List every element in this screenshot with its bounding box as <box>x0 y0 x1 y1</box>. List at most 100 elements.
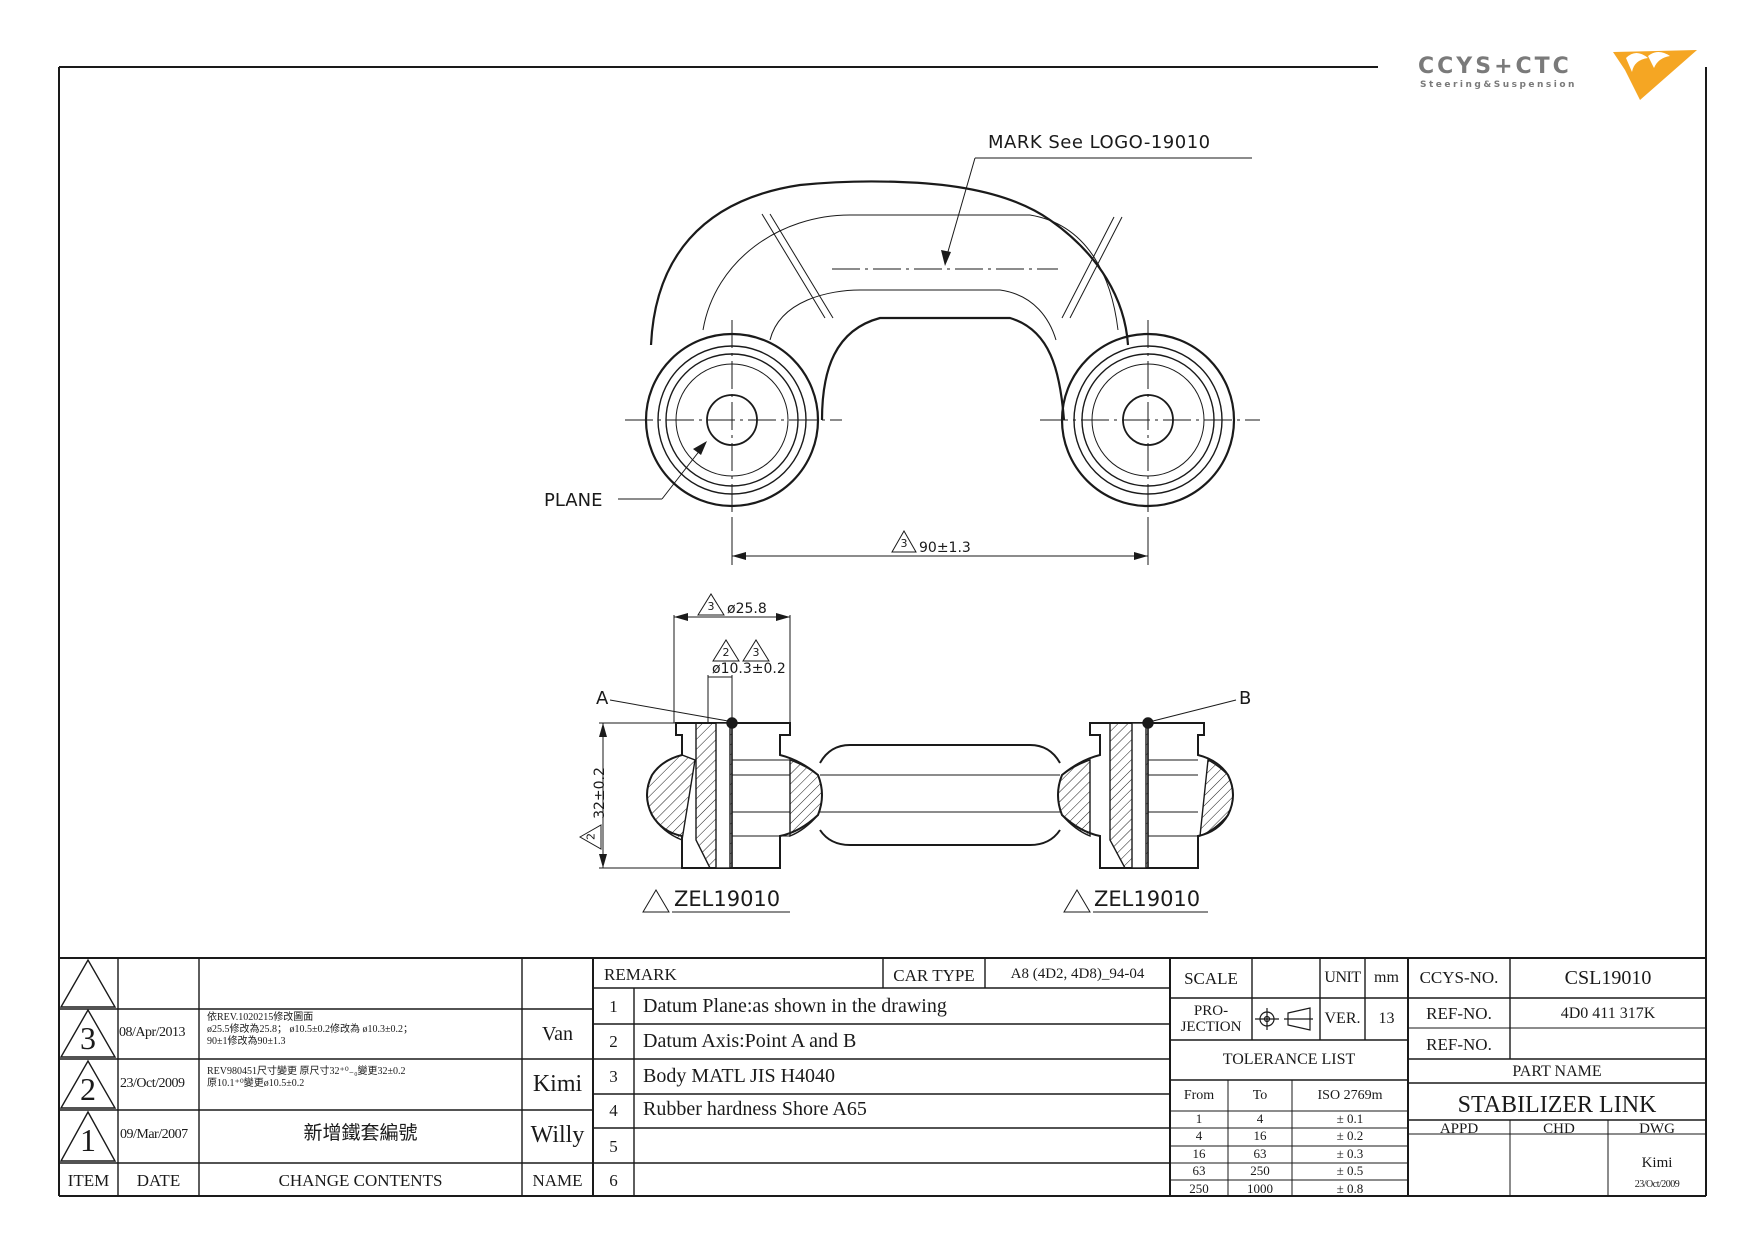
link-body-outline <box>649 180 1130 346</box>
tolerance-row-5-from: 250 <box>1189 1181 1209 1196</box>
logo-subtitle: Steering&Suspension <box>1420 80 1577 90</box>
revision-date-3: 08/Apr/2013 <box>119 1025 186 1040</box>
appd-label: APPD <box>1439 1121 1479 1137</box>
unit-label: UNIT <box>1324 969 1361 986</box>
remark-no-3: 3 <box>609 1067 618 1086</box>
version-value: 13 <box>1378 1010 1395 1027</box>
tolerance-title: TOLERANCE LIST <box>1222 1051 1356 1068</box>
car-type-value: A8 (4D2, 4D8)_94-04 <box>1010 966 1145 982</box>
tolerance-row-5-to: 1000 <box>1247 1181 1273 1196</box>
part-ref-left: ZEL19010 <box>674 887 781 911</box>
tolerance-row-4-value: ± 0.5 <box>1336 1163 1364 1178</box>
center-distance-value: 90±1.3 <box>919 540 971 556</box>
top-view <box>618 157 1260 565</box>
revision-date-2: 23/Oct/2009 <box>120 1076 185 1091</box>
revision-triangle-2: 2 <box>80 1071 96 1107</box>
drawn-date: 23/Oct/2009 <box>1634 1179 1680 1190</box>
revision-date-1: 09/Mar/2007 <box>120 1127 188 1142</box>
logo-mark <box>1613 50 1697 100</box>
left-housing-section <box>646 717 823 869</box>
revision-header-item: ITEM <box>67 1171 110 1190</box>
datum-point-b: B <box>1239 688 1252 709</box>
right-housing-section <box>1057 717 1234 869</box>
title-block-grid <box>59 957 1706 1196</box>
ccys-no-value: CSL19010 <box>1564 967 1652 989</box>
right-eye <box>1040 320 1260 520</box>
left-eye <box>625 320 842 520</box>
plane-label: PLANE <box>544 490 603 511</box>
part-name-label: PART NAME <box>1512 1063 1602 1080</box>
ref-no-value-1: 4D0 411 317K <box>1560 1005 1656 1022</box>
center-distance-rev: 3 <box>900 537 908 550</box>
tolerance-header-iso: ISO 2769m <box>1317 1088 1383 1103</box>
section-bar <box>819 744 1061 846</box>
inner-dim-rev-2: 3 <box>752 646 760 659</box>
tolerance-row-3-from: 16 <box>1192 1146 1206 1161</box>
tolerance-row-2-from: 4 <box>1195 1128 1203 1143</box>
inner-dim-value: ø10.3±0.2 <box>712 661 786 677</box>
section-view <box>578 593 1237 913</box>
remark-text-3: Body MATL JIS H4040 <box>643 1065 836 1087</box>
link-surface-curve-inner <box>769 289 1057 341</box>
remark-no-4: 4 <box>609 1101 618 1120</box>
tolerance-header-from: From <box>1183 1088 1215 1103</box>
tolerance-row-3-value: ± 0.3 <box>1336 1146 1364 1161</box>
ref-no-label-2: REF-NO. <box>1426 1035 1492 1054</box>
sheet-border <box>58 66 1707 1197</box>
remark-no-2: 2 <box>609 1032 618 1051</box>
revision-name-3: Van <box>541 1023 574 1045</box>
chd-label: CHD <box>1543 1121 1575 1137</box>
dwg-label: DWG <box>1639 1121 1675 1137</box>
revision-header-name: NAME <box>532 1171 583 1190</box>
logo-text: CCYS+CTC <box>1418 54 1572 79</box>
mark-label: MARK See LOGO-19010 <box>988 132 1211 153</box>
revision-contents-1: 新增鐵套編號 <box>303 1122 418 1144</box>
revision-header-date: DATE <box>136 1171 181 1190</box>
tolerance-row-2-to: 16 <box>1253 1128 1267 1143</box>
datum-point-a: A <box>596 688 609 709</box>
center-distance-dimension <box>731 520 1149 565</box>
tolerance-row-1-from: 1 <box>1195 1111 1203 1126</box>
scale-label: SCALE <box>1184 969 1238 988</box>
revision-header-contents: CHANGE CONTENTS <box>278 1171 443 1190</box>
remark-text-4: Rubber hardness Shore A65 <box>643 1098 867 1120</box>
plane-leader <box>618 441 707 500</box>
revision-triangle-1: 1 <box>80 1122 96 1158</box>
part-ref-right: ZEL19010 <box>1094 887 1201 911</box>
tolerance-row-1-to: 4 <box>1256 1111 1264 1126</box>
tolerance-row-4-to: 250 <box>1250 1163 1270 1178</box>
revision-triangle-3: 3 <box>80 1020 96 1056</box>
outer-dim-rev: 3 <box>707 600 715 613</box>
height-dim-value: 32±0.2 <box>592 767 608 819</box>
remark-no-5: 5 <box>609 1137 618 1156</box>
inner-dim-rev-1: 2 <box>722 646 730 659</box>
revision-name-2: Kimi <box>532 1071 583 1097</box>
tolerance-header-to: To <box>1252 1088 1268 1103</box>
revision-name-1: Willy <box>530 1122 585 1148</box>
version-label: VER. <box>1324 1010 1361 1027</box>
ccys-no-label: CCYS-NO. <box>1419 968 1499 987</box>
remark-no-1: 1 <box>609 997 618 1016</box>
mark-leader <box>941 157 1252 266</box>
drawn-by: Kimi <box>1641 1155 1673 1171</box>
remark-text-1: Datum Plane:as shown in the drawing <box>643 995 947 1017</box>
car-type-label: CAR TYPE <box>893 966 975 985</box>
part-name-value: STABILIZER LINK <box>1457 1092 1657 1118</box>
projection-symbol <box>1255 1007 1313 1031</box>
remark-header: REMARK <box>604 965 677 984</box>
section-dimensions <box>578 593 1237 913</box>
unit-value: mm <box>1374 969 1399 986</box>
link-inner-outline <box>820 316 1066 421</box>
outer-dim-value: ø25.8 <box>727 601 767 617</box>
tolerance-row-2-value: ± 0.2 <box>1336 1128 1364 1143</box>
remark-text-2: Datum Axis:Point A and B <box>643 1030 857 1052</box>
tolerance-row-1-value: ± 0.1 <box>1336 1111 1364 1126</box>
tolerance-row-3-to: 63 <box>1253 1146 1267 1161</box>
revision-contents-3: 依REV.1020215修改圖面 ø25.5修改為25.8； ø10.5±0.2… <box>207 1012 413 1047</box>
projection-label-2: JECTION <box>1180 1019 1242 1035</box>
projection-label-1: PRO- <box>1193 1003 1229 1019</box>
tolerance-row-5-value: ± 0.8 <box>1336 1181 1364 1196</box>
ref-no-label-1: REF-NO. <box>1426 1004 1492 1023</box>
remark-no-6: 6 <box>609 1171 618 1190</box>
